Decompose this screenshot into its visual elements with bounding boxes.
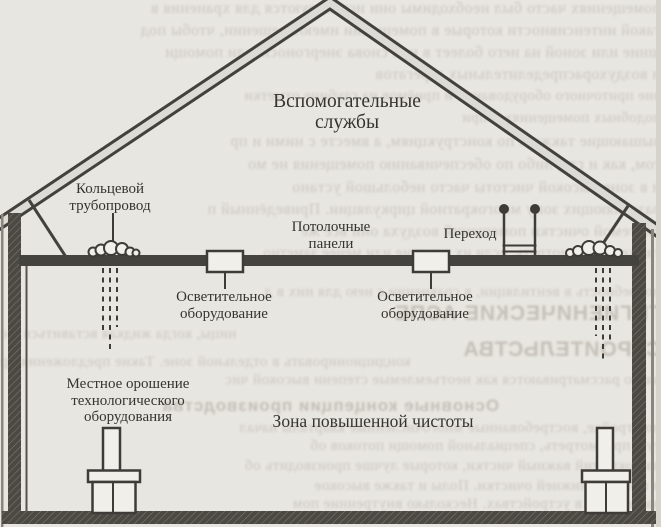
label-lighting-equipment-left: Осветительное оборудование <box>144 289 304 322</box>
label-line: Осветительное <box>377 289 473 305</box>
ring-pipeline-left <box>87 240 141 258</box>
label-line: Зона повышенной чистоты <box>272 411 474 431</box>
left-wall <box>1 213 28 527</box>
ceiling-panel-band <box>19 255 639 266</box>
page-edge-shadow <box>656 0 661 527</box>
pipe-circle <box>131 248 141 258</box>
stand-column <box>595 426 615 474</box>
label-line: Местное орошение <box>66 376 190 392</box>
label-line: технологического <box>71 392 185 409</box>
gable-roof <box>0 0 661 240</box>
label-line: Потолочные <box>291 219 371 235</box>
stand-column <box>101 426 122 474</box>
stand-plate <box>86 469 142 484</box>
equipment-stand-left <box>86 426 142 515</box>
left-wall-band <box>8 213 21 516</box>
lighting-fixture-right <box>411 249 451 274</box>
label-ring-pipeline: Кольцевой трубопровод <box>30 181 190 214</box>
label-line: Осветительное <box>176 289 272 305</box>
label-local-irrigation: Местное орошение технологического оборуд… <box>38 376 218 426</box>
label-line: трубопровод <box>69 197 151 214</box>
label-lighting-equipment-right: Осветительное оборудование <box>345 289 505 322</box>
right-wall-outer-line <box>651 229 654 527</box>
label-auxiliary-services: Вспомогательные службы <box>217 91 477 134</box>
label-line: оборудование <box>180 305 268 322</box>
right-wall-band <box>632 223 646 516</box>
label-line: панели <box>308 235 354 252</box>
right-wall <box>632 223 654 527</box>
label-clean-zone: Зона повышенной чистоты <box>238 411 508 431</box>
pipe-circle <box>613 248 623 258</box>
transfer-walkway <box>499 204 540 256</box>
label-line: службы <box>314 112 380 134</box>
label-line: Кольцевой <box>75 181 145 197</box>
equipment-stand-right <box>580 426 632 515</box>
stand-plate <box>580 469 632 484</box>
left-roof-brace <box>27 199 68 258</box>
lighting-fixture-left <box>205 249 245 274</box>
left-wall-outer-line <box>1 214 4 527</box>
walkway-post-knob <box>530 204 540 214</box>
label-line: оборудования <box>83 409 173 425</box>
spray-dashes-left <box>102 268 118 351</box>
walkway-post-knob <box>499 204 509 214</box>
label-line: Вспомогательные <box>273 91 421 112</box>
spray-dashes-right <box>595 268 611 362</box>
roof-inner-band <box>0 0 661 237</box>
label-ceiling-panels: Потолочные панели <box>251 219 411 252</box>
ring-pipeline-right <box>565 240 623 258</box>
label-transfer: Переход <box>390 226 550 243</box>
label-line: Переход <box>443 226 497 242</box>
label-line: оборудование <box>381 305 469 322</box>
floor-slab <box>2 511 658 524</box>
